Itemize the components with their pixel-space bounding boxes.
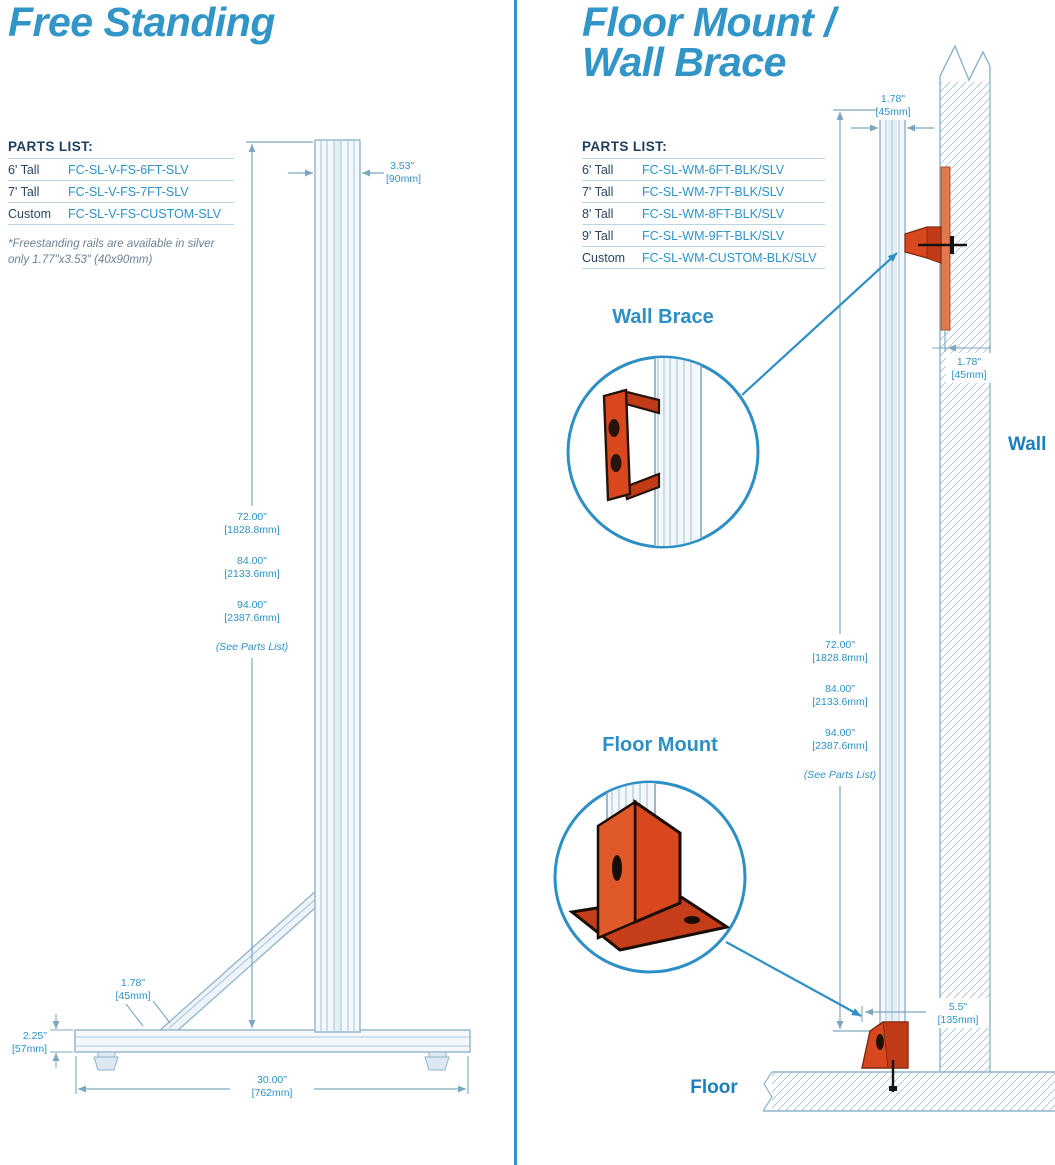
callout-arrow [725,941,862,1017]
floor-mount-detail [568,783,731,952]
dim-text: 1.78" [957,356,981,368]
bolt-head [950,236,954,254]
dim-text: [1828.8mm] [224,524,280,536]
dim-text: 94.00" [237,599,267,611]
dim-text: 30.00" [257,1074,287,1086]
dim-base-width: 30.00" [762mm] [75,1056,469,1105]
left-foot [93,1051,119,1071]
vertical-rail [879,104,906,1036]
dim-text: 1.78" [121,977,145,989]
dim-text: [1828.8mm] [812,652,868,664]
dim-text: (See Parts List) [804,769,876,781]
table-row: Custom FC-SL-V-FS-CUSTOM-SLV [8,203,234,225]
table-row: 7' Tall FC-SL-WM-7FT-BLK/SLV [582,181,825,203]
dim-base-height: 2.25" [57mm] [12,1014,73,1068]
floor-mount-label: Floor Mount [602,734,718,756]
dim-text: [2133.6mm] [224,568,280,580]
part-size: 8' Tall [582,207,614,221]
part-sku: FC-SL-WM-9FT-BLK/SLV [642,229,785,243]
wall-mount-parts-list: PARTS LIST: 6' Tall FC-SL-WM-6FT-BLK/SLV… [582,139,825,269]
freestanding-note: *Freestanding rails are available in sil… [8,238,215,266]
table-row: 8' Tall FC-SL-WM-8FT-BLK/SLV [582,203,825,225]
dim-height: 72.00" [1828.8mm] 84.00" [2133.6mm] 94.0… [214,141,313,1028]
parts-list-header: PARTS LIST: [582,139,825,159]
table-row: 7' Tall FC-SL-V-FS-7FT-SLV [8,181,234,203]
title-line-1: Floor Mount / [582,0,836,45]
dim-mount-depth: 5.5" [135mm] [861,998,989,1028]
floor-break-symbol [762,1071,773,1112]
dim-text: 2.25" [23,1030,47,1042]
free-standing-title: Free Standing [8,0,275,45]
wall-brace-part [904,226,967,264]
dim-text: [135mm] [938,1014,979,1026]
dim-brace-width: 1.78" [45mm] [115,977,171,1027]
parts-list-header: PARTS LIST: [8,139,234,159]
dim-text: [2387.6mm] [224,612,280,624]
wall-label: Wall [1008,434,1046,455]
part-sku: FC-SL-V-FS-6FT-SLV [68,163,189,177]
part-size: 7' Tall [582,185,614,199]
dim-text: [45mm] [875,106,910,118]
dim-text: 3.53" [390,160,414,172]
wall-mount-plate [940,166,951,331]
dim-text: [57mm] [12,1043,47,1055]
dim-height: 72.00" [1828.8mm] 84.00" [2133.6mm] 94.0… [802,109,878,1032]
floor-label: Floor [690,1077,738,1098]
bolt-head [889,1086,897,1091]
part-size: 7' Tall [8,185,40,199]
dim-text: 84.00" [825,683,855,695]
part-sku: FC-SL-WM-7FT-BLK/SLV [642,185,785,199]
floor-mount-wall-brace-drawing: 1.78" [45mm] 1.78" [45mm] 72.00" [1828.8… [553,44,1055,1112]
vertical-rail [314,139,361,1033]
title-line-2: Wall Brace [582,39,786,85]
wall-brace-label: Wall Brace [612,306,714,328]
dim-text: 84.00" [237,555,267,567]
table-row: 6' Tall FC-SL-WM-6FT-BLK/SLV [582,159,825,181]
part-sku: FC-SL-V-FS-CUSTOM-SLV [68,207,222,221]
dim-text: [45mm] [951,369,986,381]
floor-mount-part [861,1021,909,1092]
part-sku: FC-SL-V-FS-7FT-SLV [68,185,189,199]
wall-break-symbol [939,44,991,82]
floor-mount-callout: Floor Mount [553,734,862,1017]
table-row: Custom FC-SL-WM-CUSTOM-BLK/SLV [582,247,825,269]
wall-brace-callout: Wall Brace [566,252,898,549]
dim-text: 5.5" [949,1001,968,1013]
table-row: 9' Tall FC-SL-WM-9FT-BLK/SLV [582,225,825,247]
dim-text: [2133.6mm] [812,696,868,708]
right-foot [424,1051,450,1071]
dim-text: 94.00" [825,727,855,739]
dim-text: [2387.6mm] [812,740,868,752]
table-row: 6' Tall FC-SL-V-FS-6FT-SLV [8,159,234,181]
floor-section [762,1071,1055,1112]
part-sku: FC-SL-WM-6FT-BLK/SLV [642,163,785,177]
part-sku: FC-SL-WM-8FT-BLK/SLV [642,207,785,221]
dim-text: 72.00" [825,639,855,651]
part-size: Custom [582,251,626,265]
part-size: 6' Tall [582,163,614,177]
callout-arrow [741,252,898,396]
wall-brace-detail [602,358,702,546]
dim-rail-width: 3.53" [90mm] [288,160,421,185]
part-sku: FC-SL-WM-CUSTOM-BLK/SLV [642,251,817,265]
dim-text: (See Parts List) [216,641,288,653]
column-divider [514,0,517,1165]
dim-text: [762mm] [252,1087,293,1099]
part-size: 9' Tall [582,229,614,243]
bracket-detail [602,388,661,502]
dim-rail-depth: 1.78" [45mm] [851,90,934,132]
dim-text: [90mm] [386,173,421,185]
part-size: 6' Tall [8,163,40,177]
dim-text: 1.78" [881,93,905,105]
free-standing-drawing: 3.53" [90mm] 72.00" [1828.8mm] 84.00" [2… [12,139,471,1105]
floor-mount-wall-brace-title: Floor Mount /Wall Brace [582,0,836,85]
base-rail [74,1029,471,1053]
dim-text: [45mm] [115,990,150,1002]
free-standing-parts-list: PARTS LIST: 6' Tall FC-SL-V-FS-6FT-SLV 7… [8,139,234,268]
dim-brace-offset: 1.78" [45mm] [932,330,992,383]
mount-detail [568,799,731,952]
dim-text: 72.00" [237,511,267,523]
part-size: Custom [8,207,52,221]
